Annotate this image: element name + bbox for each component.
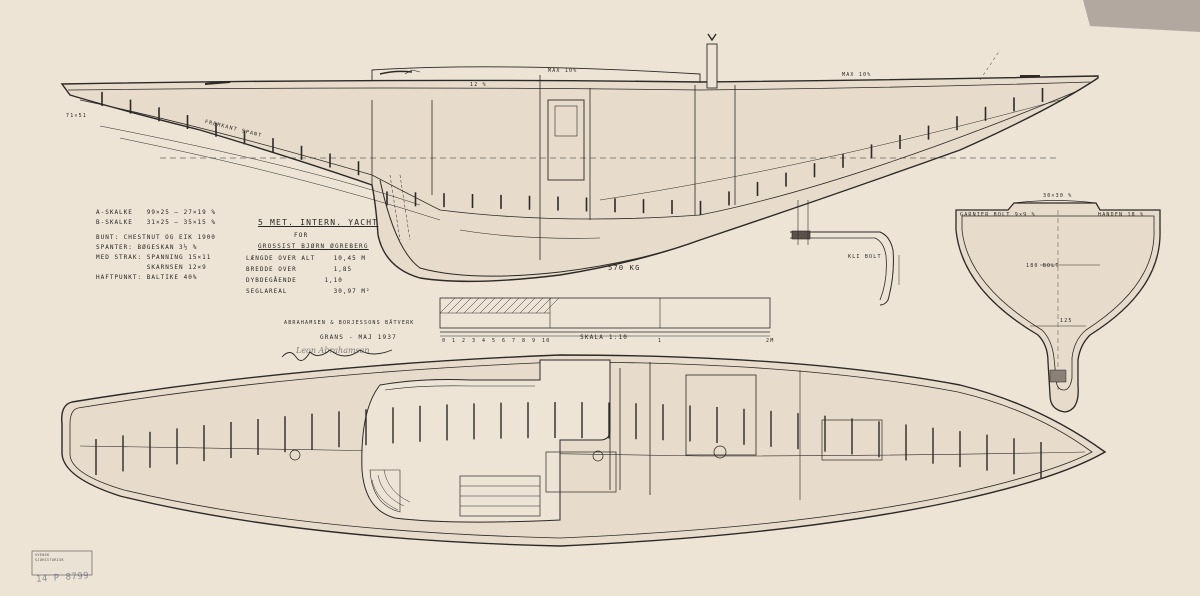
builder-date: GRANS - MAJ 1937: [320, 334, 397, 341]
material-row: B-SKALKE 31×25 – 35×15 %: [96, 219, 216, 226]
material-row: SPANTER: BØGESKAN 3½ %: [96, 244, 198, 251]
scale-tick: 6: [502, 338, 507, 344]
rudder-detail: [790, 200, 900, 306]
profile-hull-outline: [60, 75, 1099, 283]
plan-view: [61, 354, 1107, 547]
scale-tick: 7: [512, 338, 517, 344]
material-row: MED STRAK: SPANNING 15×11: [96, 254, 212, 261]
scale-tick: 1: [452, 338, 457, 344]
signature: Leon Abrahamsen: [296, 346, 370, 355]
scale-tick: 8: [522, 338, 527, 344]
hatch-line: [543, 297, 560, 314]
scale-label: SKALA 1:10: [580, 334, 629, 341]
scale-tick: 9: [532, 338, 537, 344]
material-row: HAFTPUNKT: BALTIKE 40%: [96, 274, 198, 281]
scale-hatch: [439, 297, 560, 314]
hatch-line: [471, 297, 488, 314]
hatch-line: [535, 297, 552, 314]
scale-tick: 4: [482, 338, 487, 344]
material-row: SKARNSEN 12×9: [146, 264, 207, 271]
hatch-line: [511, 297, 528, 314]
owner-text: GROSSIST BJØRN ØGREBERG: [258, 243, 369, 250]
profile-view: [60, 33, 1099, 283]
hatch-line: [495, 297, 512, 314]
particular-row: LÆNGDE OVER ALT 10,45 M: [246, 255, 366, 262]
section-top-note: 30×30 %: [1043, 193, 1073, 199]
scale-tick: 10: [542, 338, 551, 344]
stem-note: 71×51: [66, 113, 88, 119]
section-mid-note: 180 BOLT: [1026, 263, 1060, 269]
hatch-line: [455, 297, 472, 314]
hatch-line: [503, 297, 520, 314]
material-row: BUNT: CHESTNUT OG EIK 1900: [96, 234, 216, 241]
particular-row: DYBDEGÅENDE 1,10: [246, 277, 343, 284]
signature-stroke: [281, 349, 393, 361]
scale-tick: 5: [492, 338, 497, 344]
hatch-line: [527, 297, 544, 314]
scale-tick: 3: [472, 338, 477, 344]
hatch-line: [479, 297, 496, 314]
hatch-line: [487, 297, 504, 314]
archive-stamp: [31, 550, 93, 576]
plan-hull-outline: [61, 354, 1107, 547]
cockpit-outline: [361, 359, 611, 523]
scale-tick: 2M: [766, 338, 775, 344]
ballast-note: 570 KG: [608, 264, 641, 272]
hatch-line: [519, 297, 536, 314]
scale-tick: 1: [658, 338, 663, 344]
stamp-line: SJÖHISTORISK: [35, 558, 64, 562]
hatch-line: [439, 297, 456, 314]
particular-row: SEGLAREAL 30,97 M²: [246, 288, 371, 295]
particular-row: BREDDE OVER 1,85: [246, 266, 353, 273]
stamp-line: SVENSK: [35, 553, 50, 557]
section-width-note: 125: [1060, 318, 1073, 324]
title-text: 5 MET. INTERN. YACHT: [258, 218, 379, 227]
profile-frames: [101, 87, 1044, 215]
builder-name: ABRAHAMSEN & BORJESSONS BÅTVERK: [284, 320, 415, 326]
hatch-line: [447, 297, 464, 314]
keel-bolt-note: KLI BOLT: [848, 254, 882, 260]
scale-tick: 2: [462, 338, 467, 344]
section-view: [955, 200, 1161, 413]
for-text: FOR: [294, 232, 309, 239]
scale-tick: 0: [442, 338, 447, 344]
plan-frames: [95, 402, 1042, 478]
section-row-note: GARNIER BOLT 9×9 %: [960, 212, 1036, 218]
section-row-note: HANDEN 18 %: [1098, 212, 1145, 218]
deck-note: 12 %: [470, 82, 487, 88]
hatch-line: [463, 297, 480, 314]
material-row: A-SKALKE 99×25 – 27×19 %: [96, 209, 216, 216]
tape-patch: [1083, 0, 1200, 32]
sheer-note: MAX 10%: [548, 68, 578, 74]
sheer-note: MAX 10%: [842, 72, 872, 78]
